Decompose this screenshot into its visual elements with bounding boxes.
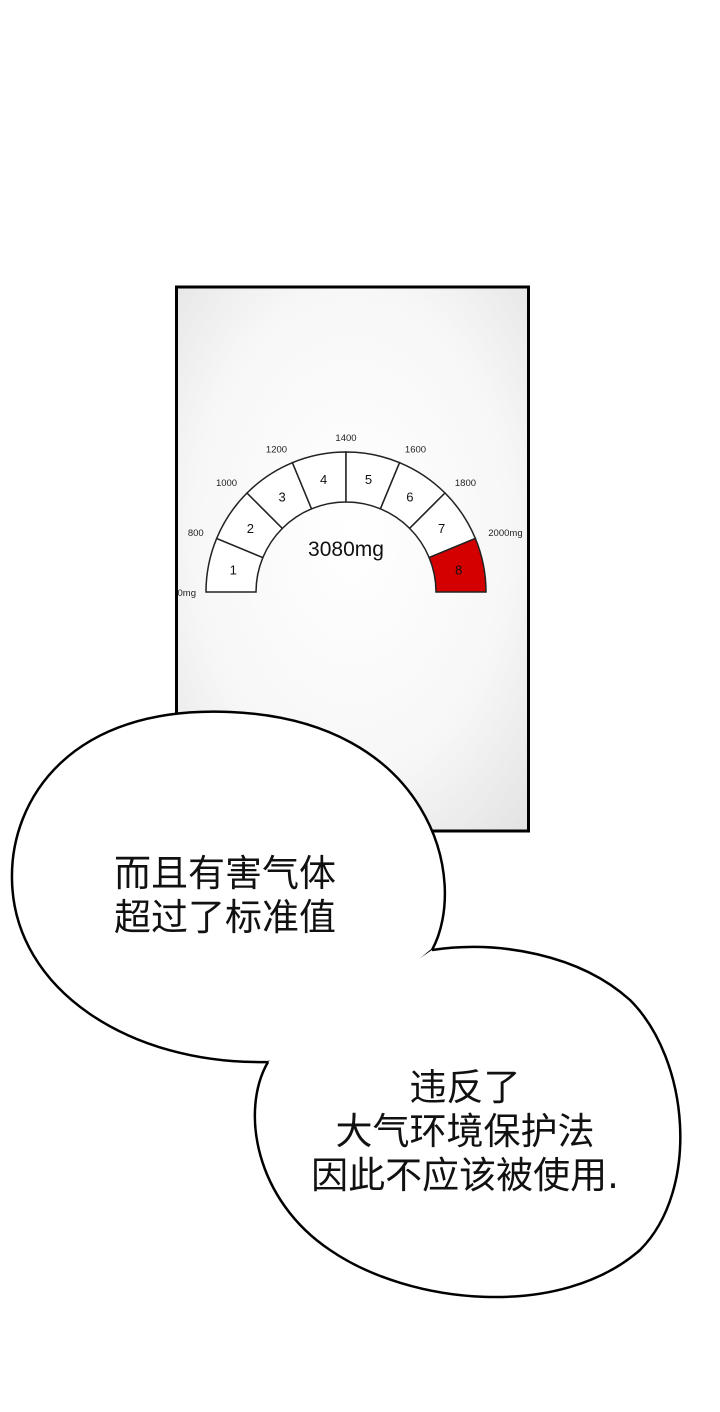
- bubble-2-text: 违反了 大气环境保护法 因此不应该被使用.: [290, 1066, 640, 1198]
- gauge-meter: 1 2 3 4 5 6 7 8 0mg 800 1000 1200 1400 1600 1800 2000mg: [178, 433, 523, 599]
- gauge-tick-label-6: 1800: [455, 478, 476, 489]
- bubble-2-line-2: 大气环境保护法: [335, 1110, 595, 1153]
- gauge-segment-label-6: 6: [406, 489, 413, 504]
- bubble-2-line-3: 因此不应该被使用.: [311, 1154, 619, 1197]
- gauge-tick-label-0: 0mg: [178, 588, 196, 599]
- gauge-segment-label-4: 4: [320, 472, 327, 487]
- gauge-segment-label-2: 2: [247, 521, 254, 536]
- bubble-1-line-1: 而且有害气体: [114, 852, 336, 895]
- gauge-tick-label-7: 2000mg: [488, 528, 522, 539]
- bubble-1-line-2: 超过了标准值: [114, 896, 336, 939]
- gauge-tick-label-5: 1600: [405, 445, 426, 456]
- gauge-tick-label-4: 1400: [335, 433, 356, 444]
- gauge-tick-label-2: 1000: [216, 478, 237, 489]
- speech-bubble-2: [253, 945, 682, 1299]
- gauge-segment-label-3: 3: [278, 489, 285, 504]
- gauge-segment-label-1: 1: [230, 563, 237, 578]
- gauge-tick-label-1: 800: [188, 528, 204, 539]
- gauge-segment-8: [428, 537, 487, 593]
- gauge-segment-label-7: 7: [438, 521, 445, 536]
- gauge-segment-label-8: 8: [455, 563, 462, 578]
- bubble-2-line-1: 违反了: [409, 1066, 521, 1109]
- gauge-segment-label-5: 5: [365, 472, 372, 487]
- gauge-reading: 3080mg: [308, 538, 384, 561]
- gauge-tick-label-3: 1200: [266, 445, 287, 456]
- bubble-1-text: 而且有害气体 超过了标准值: [80, 852, 370, 940]
